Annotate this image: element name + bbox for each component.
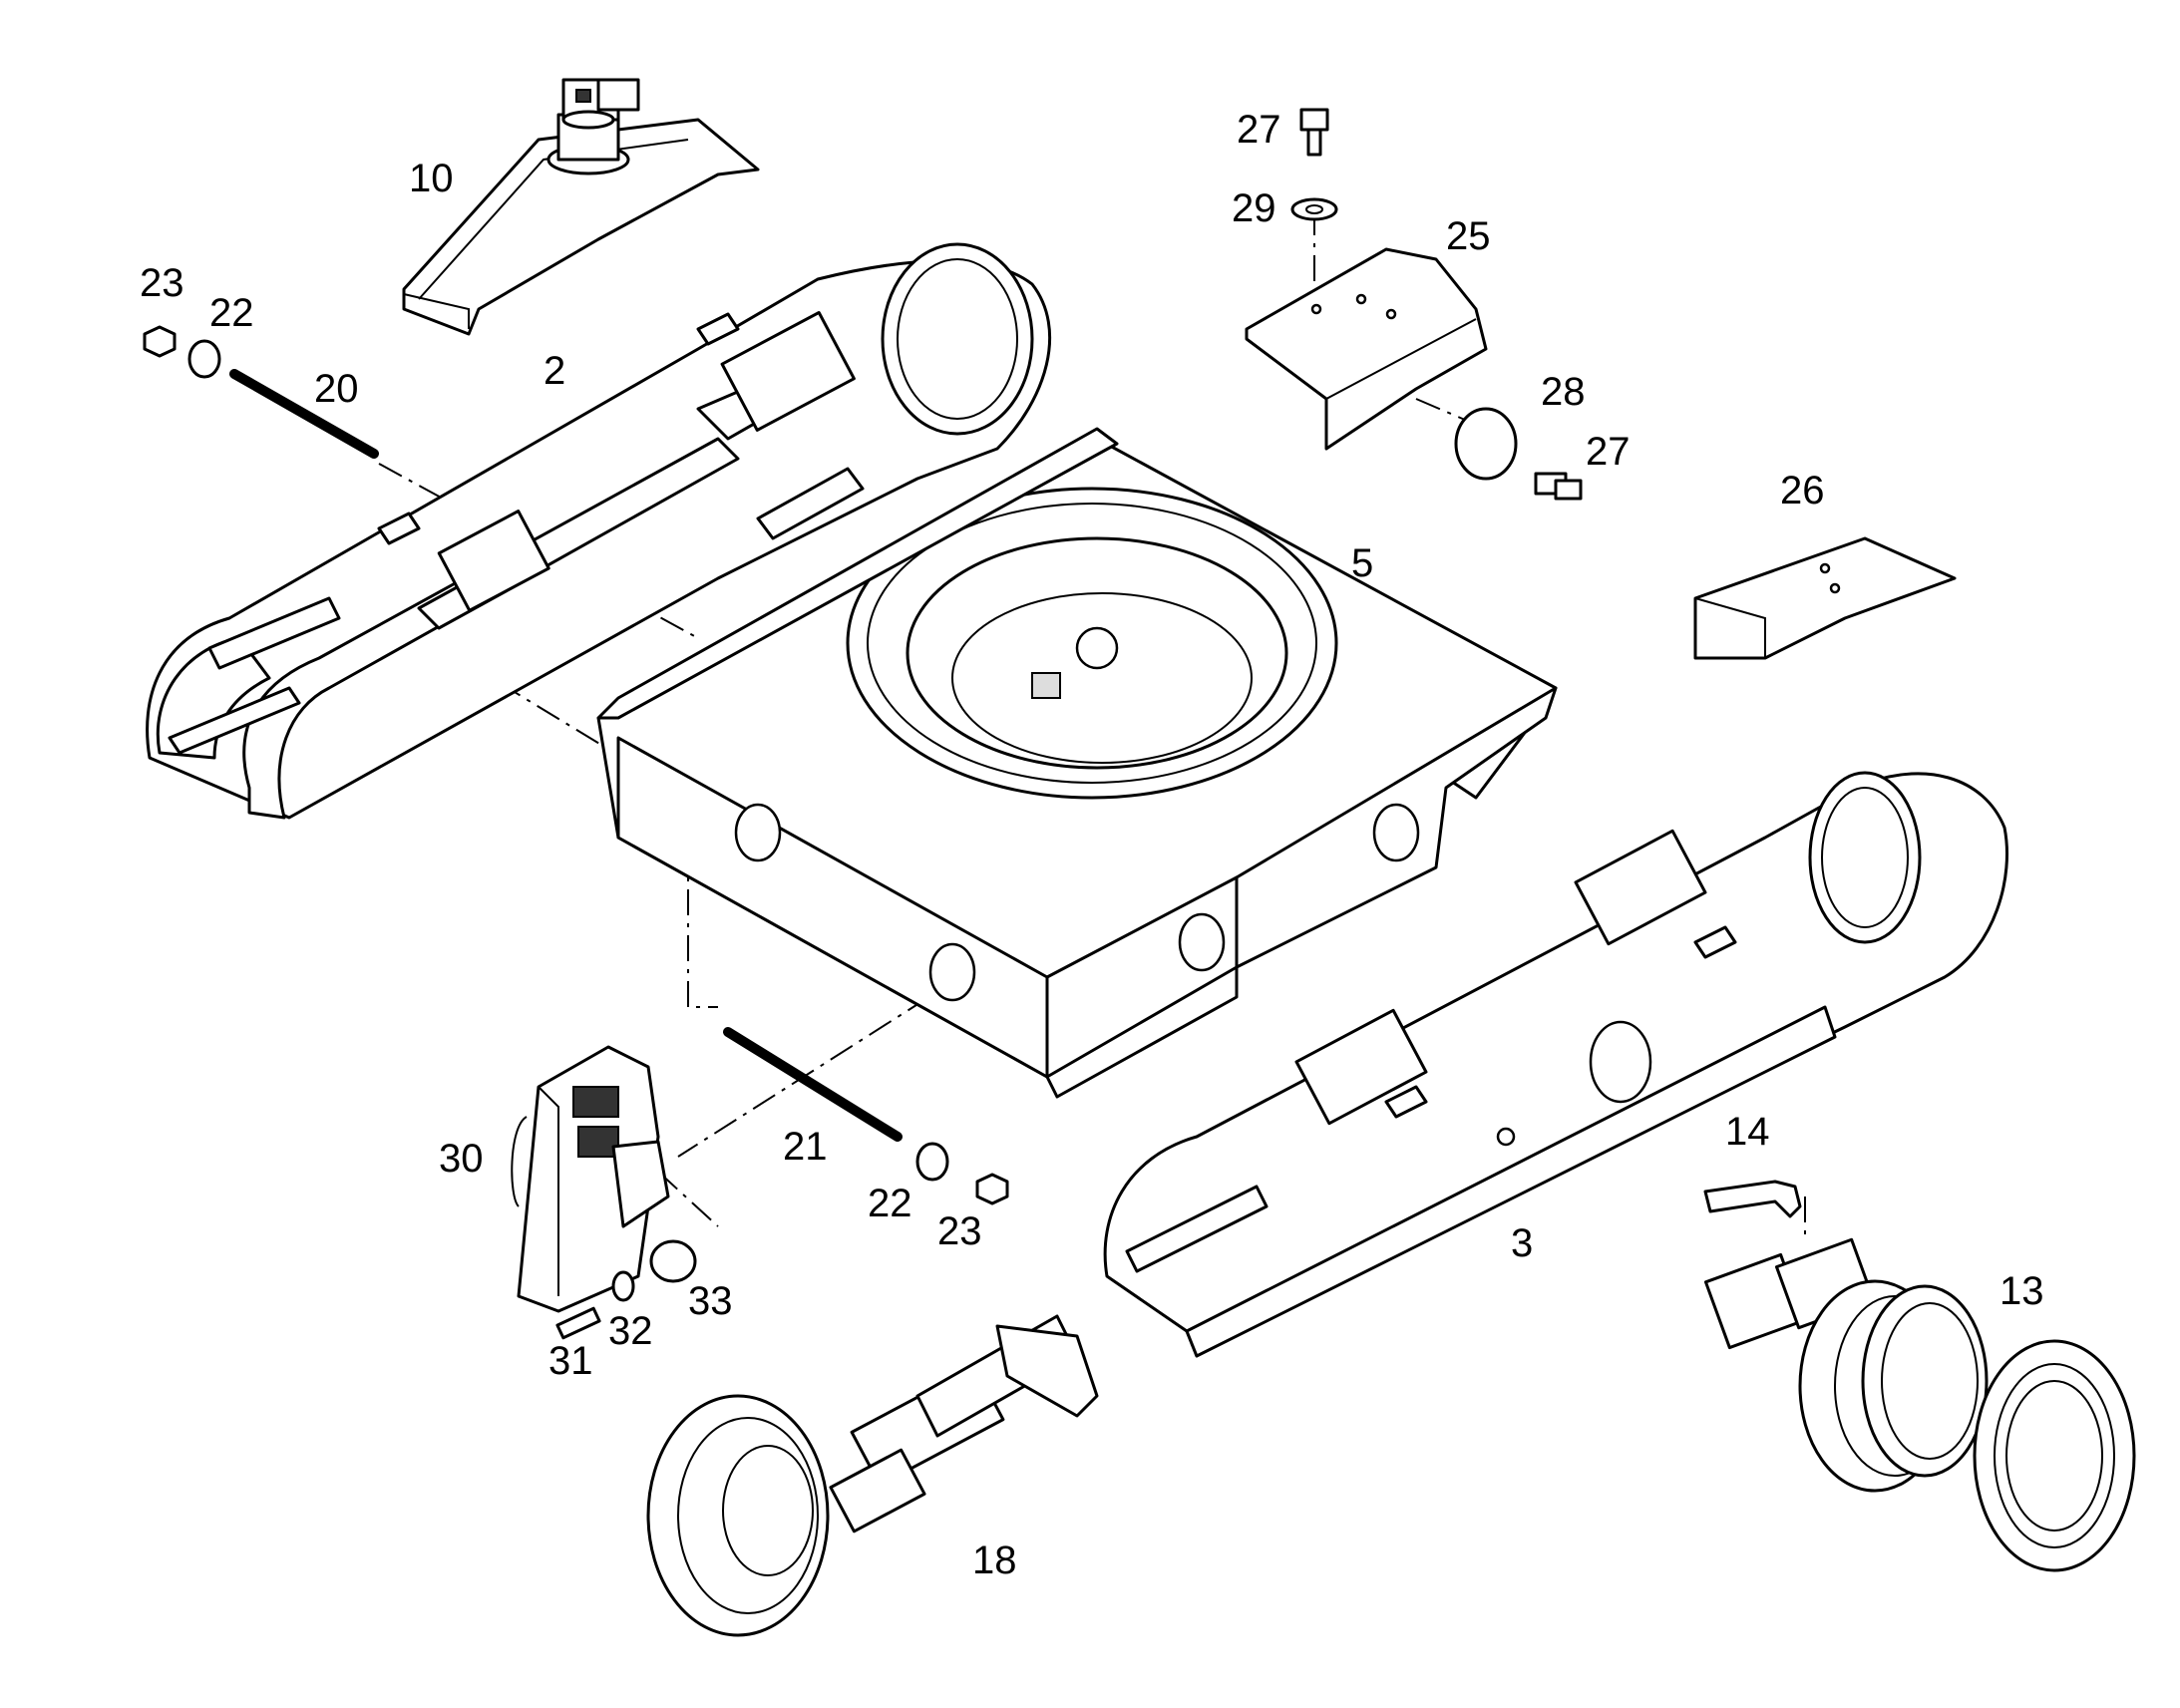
part-14-hose xyxy=(1703,1180,1802,1218)
part-31-bolt xyxy=(555,1306,601,1340)
callout-13: 13 xyxy=(1999,1269,2044,1313)
callout-2: 2 xyxy=(544,349,565,393)
callout-30: 30 xyxy=(439,1137,484,1181)
part-27-bolt-side xyxy=(1534,472,1583,501)
callout-5: 5 xyxy=(1351,541,1373,585)
callout-21: 21 xyxy=(783,1125,828,1169)
callout-20: 20 xyxy=(314,367,359,411)
callout-18: 18 xyxy=(972,1538,1017,1582)
part-10-swivel-bracket xyxy=(402,78,760,336)
callout-22-left: 22 xyxy=(209,291,254,335)
callout-31: 31 xyxy=(548,1339,593,1383)
part-2-left-track-frame xyxy=(146,242,1052,820)
callout-labels: 10 2 23 22 20 27 29 25 28 27 26 5 30 21 … xyxy=(140,108,2044,1582)
part-30-tensioner xyxy=(511,1045,670,1313)
callout-27-side: 27 xyxy=(1586,430,1631,474)
part-18-idler-assembly xyxy=(646,1314,1099,1637)
part-21-threaded-rod xyxy=(723,1027,903,1142)
part-22-washer-right xyxy=(915,1142,949,1182)
part-27-bolt-top xyxy=(1299,108,1329,157)
callout-27-top: 27 xyxy=(1237,108,1281,152)
part-13-travel-motor xyxy=(1703,1237,2136,1572)
part-23-nut-left xyxy=(143,325,177,358)
callout-23-left: 23 xyxy=(140,261,184,305)
callout-28: 28 xyxy=(1541,370,1586,414)
callout-22-right: 22 xyxy=(868,1182,912,1225)
callout-29: 29 xyxy=(1232,186,1276,230)
part-22-washer-left xyxy=(187,339,221,379)
callout-32: 32 xyxy=(608,1309,653,1353)
callout-26: 26 xyxy=(1780,469,1825,512)
part-26-cover-plate xyxy=(1693,536,1957,660)
part-5-center-frame xyxy=(596,427,1558,1099)
part-28-disc xyxy=(1454,407,1518,481)
part-29-washer xyxy=(1290,197,1338,221)
part-20-threaded-rod xyxy=(229,369,379,459)
callout-23-right: 23 xyxy=(937,1209,982,1253)
part-23-nut-right xyxy=(975,1173,1009,1205)
part-3-right-track-frame xyxy=(1103,771,2008,1358)
part-25-cover-plate xyxy=(1245,247,1488,451)
callout-33: 33 xyxy=(688,1279,733,1323)
callout-10: 10 xyxy=(409,157,454,200)
part-33-bushing xyxy=(649,1239,697,1283)
callout-14: 14 xyxy=(1725,1110,1770,1154)
callout-3: 3 xyxy=(1511,1221,1533,1265)
part-32-washer xyxy=(611,1270,635,1302)
callout-25: 25 xyxy=(1446,214,1491,258)
